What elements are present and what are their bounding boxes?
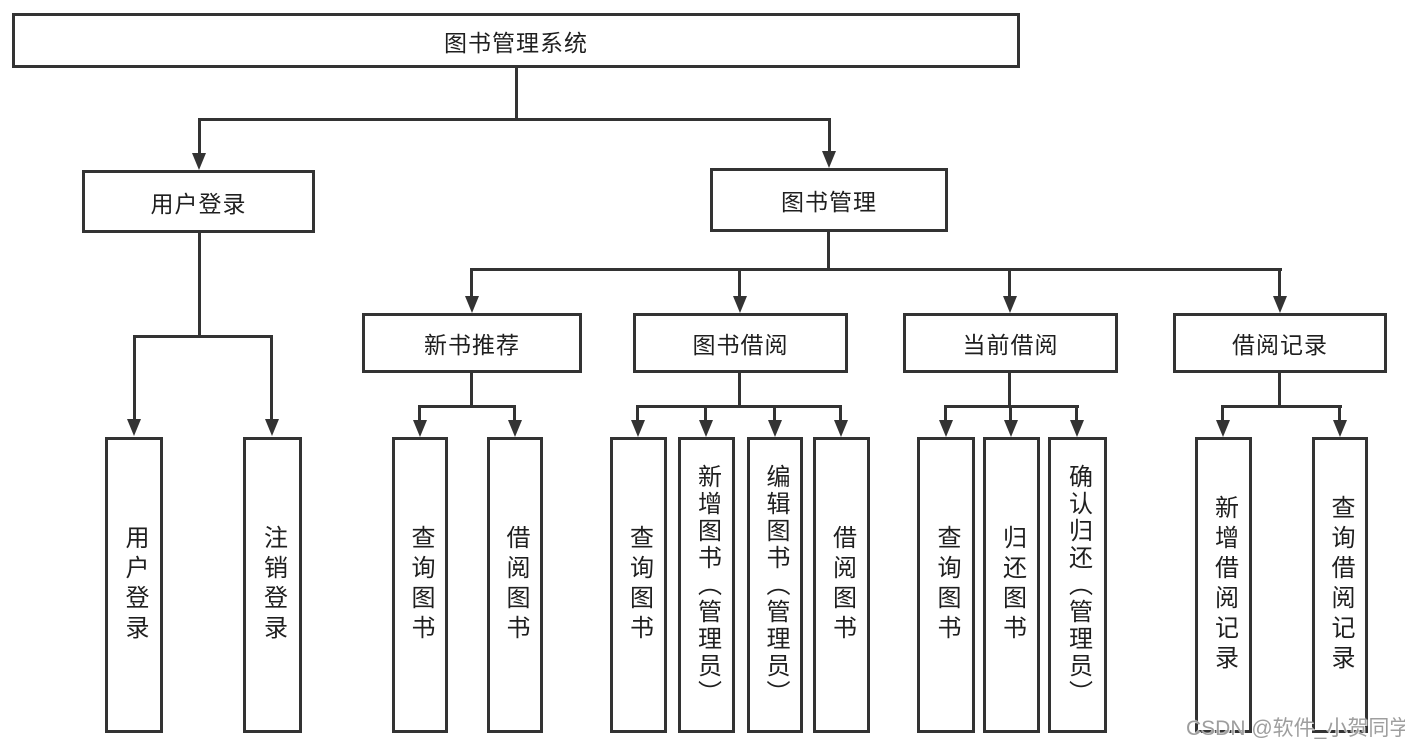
arrow-down-icon [1333, 420, 1347, 437]
leaf-query-book-borrow: 查询图书 [610, 437, 667, 733]
arrow-down-icon [699, 420, 713, 437]
leaf-borrow-book-rec-label: 借阅图书 [502, 525, 529, 645]
node-root-label: 图书管理系统 [444, 29, 588, 56]
leaf-logout-label: 注销登录 [259, 525, 287, 645]
arrow-down-icon [1216, 420, 1230, 437]
connector-line [270, 335, 273, 421]
node-new-book-rec-label: 新书推荐 [424, 332, 520, 358]
arrow-down-icon [834, 420, 848, 437]
arrow-down-icon [465, 296, 479, 313]
arrow-down-icon [733, 296, 747, 313]
connector-line [1008, 268, 1011, 298]
node-user-login: 用户登录 [82, 170, 315, 233]
connector-line [133, 335, 136, 421]
node-current-borrow-label: 当前借阅 [962, 332, 1059, 358]
node-book-mgmt: 图书管理 [710, 168, 948, 232]
connector-line [637, 405, 842, 408]
leaf-return-book: 归还图书 [983, 437, 1040, 733]
leaf-add-borrow-record-label: 新增借阅记录 [1210, 495, 1238, 675]
node-borrow-records-label: 借阅记录 [1232, 332, 1328, 358]
leaf-return-book-label: 归还图书 [998, 525, 1026, 645]
connector-line [198, 118, 831, 121]
connector-line [636, 405, 639, 422]
node-current-borrow: 当前借阅 [903, 313, 1118, 373]
leaf-add-borrow-record: 新增借阅记录 [1195, 437, 1252, 733]
connector-line [1278, 268, 1281, 298]
arrow-down-icon [1004, 420, 1018, 437]
leaf-user-login-label: 用户登录 [121, 525, 148, 645]
node-new-book-rec: 新书推荐 [362, 313, 582, 373]
connector-line [418, 405, 421, 422]
connector-line [828, 118, 831, 154]
node-book-mgmt-label: 图书管理 [781, 189, 877, 215]
connector-line [1008, 373, 1011, 405]
arrow-down-icon [822, 151, 836, 168]
leaf-borrow-book-rec: 借阅图书 [487, 437, 543, 733]
connector-line [773, 405, 776, 422]
connector-line [133, 335, 273, 338]
leaf-confirm-return-label: 确认归还（管理员） [1064, 463, 1092, 707]
arrow-down-icon [508, 420, 522, 437]
connector-line [470, 268, 1282, 271]
leaf-borrow-book: 借阅图书 [813, 437, 870, 733]
arrow-down-icon [1273, 296, 1287, 313]
connector-line [704, 405, 707, 422]
connector-line [1222, 405, 1342, 408]
leaf-edit-book: 编辑图书（管理员） [747, 437, 803, 733]
leaf-query-borrow-record-label: 查询借阅记录 [1327, 495, 1354, 675]
connector-line [839, 405, 842, 422]
leaf-logout: 注销登录 [243, 437, 302, 733]
leaf-query-borrow-record: 查询借阅记录 [1312, 437, 1368, 733]
arrow-down-icon [631, 420, 645, 437]
leaf-query-book-borrow-label: 查询图书 [625, 525, 653, 645]
connector-line [1221, 405, 1224, 422]
connector-line [945, 405, 1079, 408]
leaf-confirm-return: 确认归还（管理员） [1048, 437, 1107, 733]
leaf-add-book-label: 新增图书（管理员） [693, 463, 721, 707]
leaf-query-book-rec: 查询图书 [392, 437, 448, 733]
leaf-edit-book-label: 编辑图书（管理员） [762, 463, 789, 707]
node-book-borrow-label: 图书借阅 [692, 332, 789, 358]
leaf-user-login: 用户登录 [105, 437, 163, 733]
connector-line [1278, 373, 1281, 405]
connector-line [738, 268, 741, 298]
arrow-down-icon [939, 420, 953, 437]
connector-line [1075, 405, 1078, 422]
leaf-query-book-current-label: 查询图书 [933, 525, 960, 645]
arrow-down-icon [265, 419, 279, 436]
leaf-borrow-book-label: 借阅图书 [828, 525, 856, 645]
connector-line [738, 373, 741, 405]
arrow-down-icon [1070, 420, 1084, 437]
node-root: 图书管理系统 [12, 13, 1020, 68]
arrow-down-icon [768, 420, 782, 437]
node-book-borrow: 图书借阅 [633, 313, 848, 373]
leaf-query-book-rec-label: 查询图书 [407, 525, 434, 645]
connector-line [198, 118, 201, 155]
arrow-down-icon [413, 420, 427, 437]
node-borrow-records: 借阅记录 [1173, 313, 1387, 373]
connector-line [944, 405, 947, 422]
node-user-login-label: 用户登录 [150, 190, 247, 217]
leaf-query-book-current: 查询图书 [917, 437, 975, 733]
leaf-add-book: 新增图书（管理员） [678, 437, 735, 733]
connector-line [470, 373, 473, 405]
connector-line [515, 68, 518, 118]
arrow-down-icon [127, 419, 141, 436]
connector-line [1338, 405, 1341, 422]
connector-line [470, 268, 473, 298]
connector-line [419, 405, 516, 408]
connector-line [1009, 405, 1012, 422]
connector-line [198, 233, 201, 335]
csdn-watermark: CSDN @软件_小贺同学 [1186, 717, 1405, 740]
arrow-down-icon [1003, 296, 1017, 313]
connector-line [513, 405, 516, 422]
arrow-down-icon [192, 153, 206, 170]
connector-line [827, 232, 830, 268]
